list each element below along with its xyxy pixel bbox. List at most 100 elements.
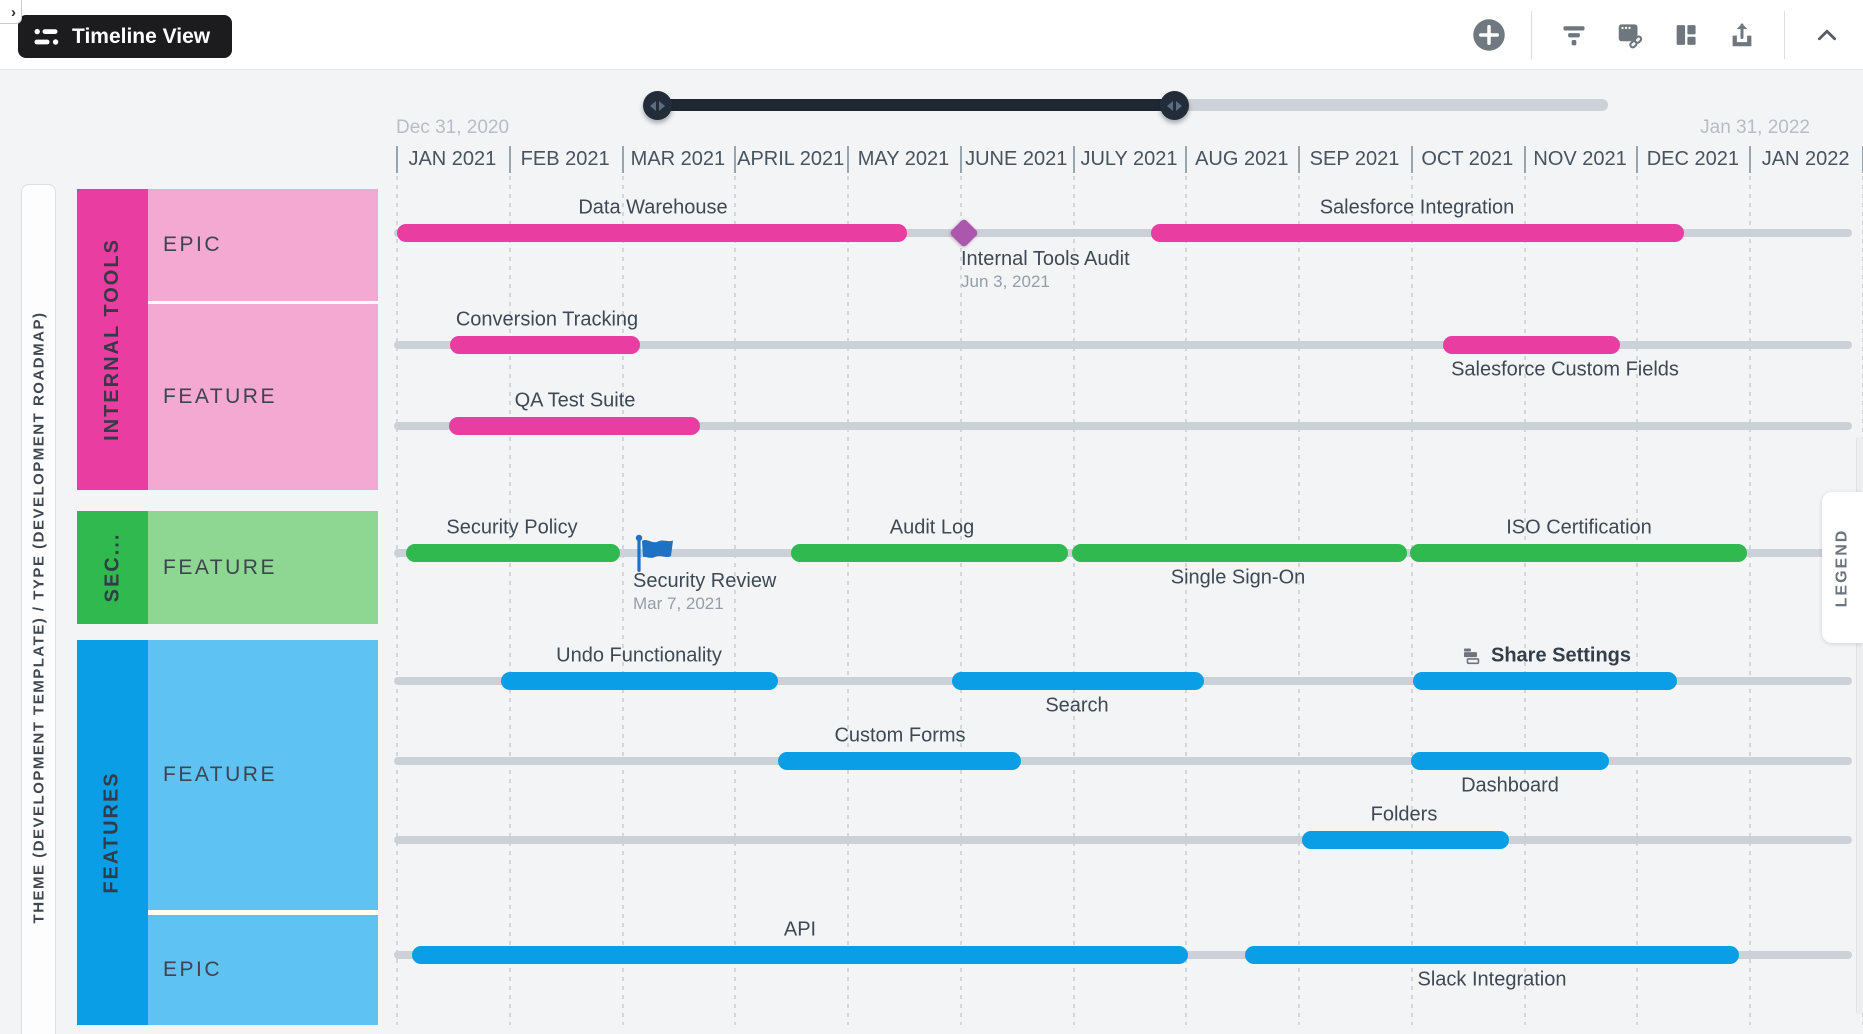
month-tick xyxy=(396,146,398,173)
timeline-view-button[interactable]: Timeline View xyxy=(18,15,233,58)
roadmap-item-bar[interactable] xyxy=(791,544,1068,562)
roadmap-item-bar[interactable] xyxy=(1413,672,1677,690)
item-label-text: QA Test Suite xyxy=(514,389,636,412)
roadmap-item-label: Undo Functionality xyxy=(556,645,722,668)
timeline-view-icon xyxy=(34,27,60,47)
roadmap-item-bar[interactable] xyxy=(952,672,1204,690)
roadmap-item-bar[interactable] xyxy=(1072,544,1407,562)
flag-marker[interactable] xyxy=(635,533,677,582)
item-label-text: Conversion Tracking xyxy=(455,308,639,331)
month-tick xyxy=(621,146,624,173)
timeline-view-label: Timeline View xyxy=(72,24,211,48)
item-label-text: Audit Log xyxy=(889,516,975,539)
roadmap-item-label: Conversion Tracking xyxy=(456,309,638,332)
month-header-jan-2021: JAN 2021 xyxy=(408,147,497,170)
item-label-text: API xyxy=(783,918,817,941)
month-header-sep-2021: SEP 2021 xyxy=(1309,147,1400,170)
roadmap-item-bar[interactable] xyxy=(1302,831,1509,849)
legend-tab-label: LEGEND xyxy=(1833,528,1851,607)
month-gridline xyxy=(1072,176,1075,1025)
month-gridline xyxy=(734,176,737,1025)
toolbar-divider xyxy=(1784,11,1785,59)
lane-color-strip[interactable]: SEC... xyxy=(77,511,148,624)
vertical-scrollbar[interactable] xyxy=(1856,437,1863,1014)
month-gridline xyxy=(1185,176,1188,1025)
filter-button[interactable] xyxy=(1546,7,1602,63)
swimlane-features: FEATURES FEATURE EPIC xyxy=(77,640,378,1025)
layout-button[interactable] xyxy=(1658,7,1714,63)
export-button[interactable] xyxy=(1714,7,1770,63)
slider-handle-left[interactable] xyxy=(643,91,672,120)
roadmap-item-bar[interactable] xyxy=(1443,336,1620,354)
milestone-date: Jun 3, 2021 xyxy=(961,272,1050,291)
lane-row-label: FEATURE xyxy=(163,385,277,408)
roadmap-item-bar[interactable] xyxy=(1410,544,1747,562)
milestone-diamond[interactable] xyxy=(949,218,979,248)
app-link-icon xyxy=(1618,24,1643,49)
roadmap-item-bar[interactable] xyxy=(1151,224,1684,242)
lane-row-epic[interactable]: EPIC xyxy=(148,189,378,301)
lane-row-label: FEATURE xyxy=(163,763,277,786)
month-header-may-2021: MAY 2021 xyxy=(857,147,950,170)
month-tick xyxy=(1410,146,1413,173)
lane-color-strip[interactable]: FEATURES xyxy=(77,640,148,1025)
roadmap-item-label: Salesforce Custom Fields xyxy=(1451,359,1679,382)
integrations-button[interactable] xyxy=(1602,7,1658,63)
month-tick xyxy=(508,146,511,173)
row-track xyxy=(394,229,1852,237)
roadmap-item-label: API xyxy=(784,919,816,942)
add-item-button[interactable] xyxy=(1461,7,1517,63)
row-track xyxy=(394,757,1852,765)
swimlane-internal-tools: INTERNAL TOOLS EPIC FEATURE xyxy=(77,189,378,490)
roadmap-item-label: Search xyxy=(1045,695,1108,718)
lane-color-strip[interactable]: INTERNAL TOOLS xyxy=(77,189,148,490)
date-range-slider-selection[interactable] xyxy=(650,99,1180,111)
handle-arrows-icon xyxy=(1167,100,1182,111)
roadmap-axis-label: THEME (DEVELOPMENT TEMPLATE) / TYPE (DEV… xyxy=(30,311,47,923)
roadmap-item-bar[interactable] xyxy=(1245,946,1739,964)
slider-handle-right[interactable] xyxy=(1160,91,1189,120)
lane-row-epic[interactable]: EPIC xyxy=(148,915,378,1025)
handle-arrows-icon xyxy=(650,100,665,111)
roadmap-item-bar[interactable] xyxy=(501,672,778,690)
month-header-dec-2021: DEC 2021 xyxy=(1646,147,1739,170)
legend-tab[interactable]: LEGEND xyxy=(1822,492,1863,643)
month-header-mar-2021: MAR 2021 xyxy=(630,147,726,170)
row-track xyxy=(394,422,1852,430)
lane-title: SEC... xyxy=(100,532,123,603)
item-label-text: Folders xyxy=(1370,803,1438,826)
roadmap-item-bar[interactable] xyxy=(449,417,700,435)
flag-icon xyxy=(635,534,673,572)
month-header-oct-2021: OCT 2021 xyxy=(1421,147,1514,170)
roadmap-item-bar[interactable] xyxy=(778,752,1021,770)
roadmap-axis-pill[interactable]: THEME (DEVELOPMENT TEMPLATE) / TYPE (DEV… xyxy=(21,184,56,1034)
chevron-right-icon: › xyxy=(11,4,16,21)
roadmap-item-label: Custom Forms xyxy=(834,725,965,748)
item-label-text: Dashboard xyxy=(1461,774,1559,797)
roadmap-item-bar[interactable] xyxy=(450,336,640,354)
lane-row-feature[interactable]: FEATURE xyxy=(148,304,378,490)
month-header-june-2021: JUNE 2021 xyxy=(965,147,1068,170)
lane-row-feature[interactable]: FEATURE xyxy=(148,640,378,910)
roadmap-item-bar[interactable] xyxy=(406,544,620,562)
chevron-up-icon xyxy=(1818,29,1836,41)
expand-panel-button[interactable]: › xyxy=(0,0,22,24)
month-gridline xyxy=(959,176,962,1025)
roadmap-item-bar[interactable] xyxy=(412,946,1188,964)
slider-end-date: Jan 31, 2022 xyxy=(1700,117,1810,138)
filter-icon xyxy=(1563,26,1585,46)
board-layout-icon xyxy=(1676,25,1696,45)
item-label-text: Custom Forms xyxy=(834,724,966,747)
lane-row-label: EPIC xyxy=(163,233,223,256)
roadmap-item-label: Security Policy xyxy=(446,517,577,540)
lane-title: FEATURES xyxy=(101,771,123,894)
month-gridline xyxy=(508,176,511,1025)
lane-row-feature[interactable]: FEATURE xyxy=(148,511,378,624)
flag-label: Security Review xyxy=(633,570,777,592)
month-gridline xyxy=(1298,176,1301,1025)
month-gridline xyxy=(621,176,624,1025)
lane-row-label: EPIC xyxy=(163,958,223,981)
collapse-toolbar-button[interactable] xyxy=(1799,7,1855,63)
roadmap-item-bar[interactable] xyxy=(1411,752,1609,770)
roadmap-item-bar[interactable] xyxy=(397,224,907,242)
